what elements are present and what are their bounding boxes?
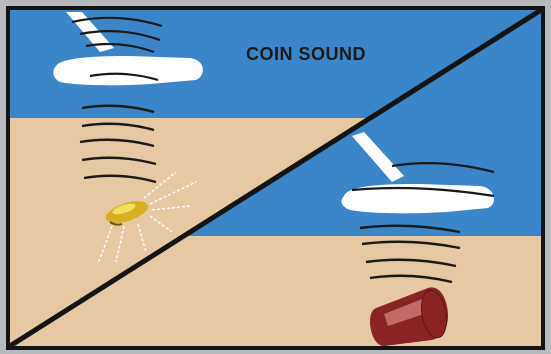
coin-sound-label: COIN SOUND — [246, 44, 366, 64]
detector-coil-icon — [53, 56, 203, 85]
